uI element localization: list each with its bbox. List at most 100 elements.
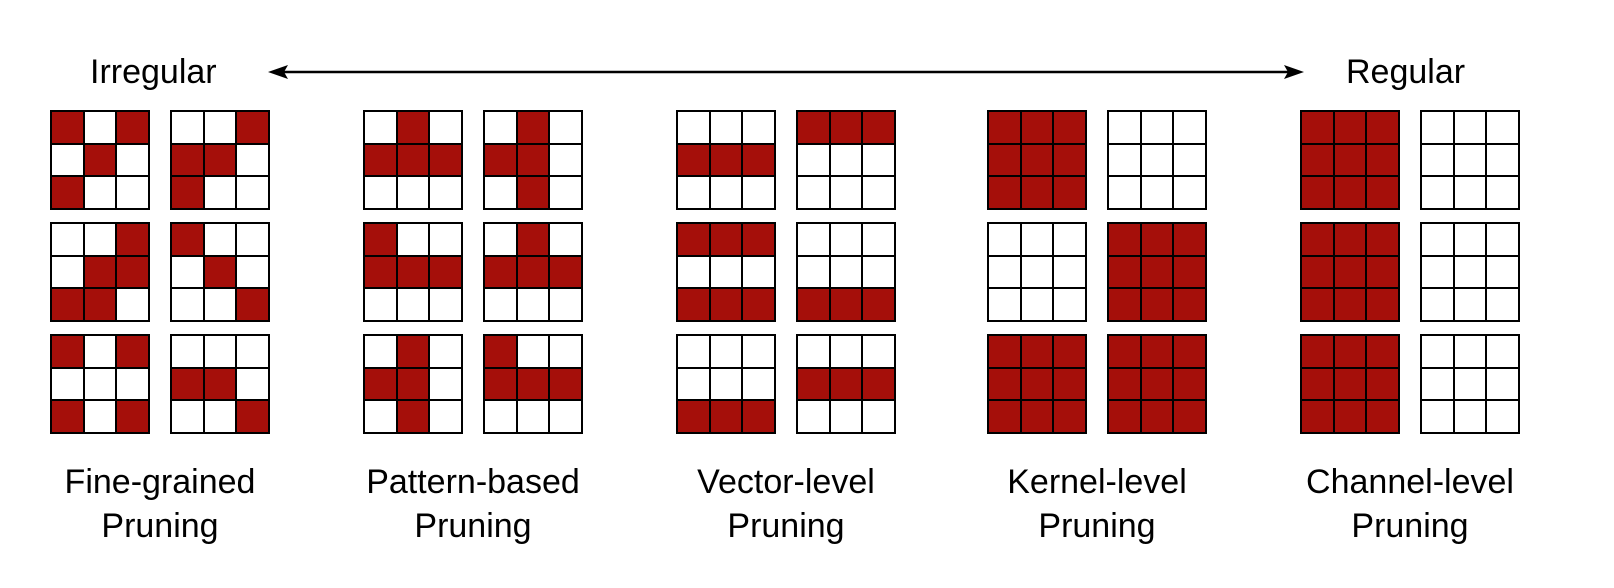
pruned-cell: [1367, 224, 1398, 255]
pruned-cell: [1174, 336, 1205, 367]
pruned-cell: [830, 112, 862, 143]
pruned-cell: [989, 368, 1020, 400]
kept-cell: [1141, 144, 1173, 176]
kept-cell: [1174, 112, 1205, 143]
pruned-cell: [1367, 401, 1398, 432]
kept-cell: [863, 177, 894, 208]
pruned-cell: [1334, 289, 1366, 320]
pruned-cell: [117, 256, 148, 288]
kept-cell: [172, 256, 203, 288]
group-caption: Vector-level Pruning: [616, 460, 956, 548]
kept-cell: [798, 177, 829, 208]
pruned-cell: [863, 368, 894, 400]
pruned-cell: [550, 256, 581, 288]
pruned-cell: [485, 368, 516, 400]
kept-cell: [1487, 401, 1518, 432]
pruned-cell: [517, 256, 549, 288]
pruned-cell: [1141, 224, 1173, 255]
kept-cell: [1454, 336, 1486, 367]
pruned-cell: [863, 289, 894, 320]
pruned-cell: [172, 224, 203, 255]
kept-cell: [1487, 112, 1518, 143]
pruned-cell: [52, 112, 83, 143]
kept-cell: [798, 401, 829, 432]
kept-cell: [517, 401, 549, 432]
weight-matrix: [1300, 222, 1400, 322]
arrow-head-left: [268, 65, 288, 79]
pruned-cell: [1334, 368, 1366, 400]
kept-cell: [237, 256, 268, 288]
pruned-cell: [1302, 368, 1333, 400]
pruned-cell: [517, 224, 549, 255]
caption-line-1: Pattern-based: [366, 463, 580, 501]
caption-line-2: Pruning: [1351, 507, 1469, 545]
pruned-cell: [1021, 401, 1053, 432]
kept-cell: [204, 289, 236, 320]
kept-cell: [430, 224, 461, 255]
kept-cell: [84, 177, 116, 208]
kept-cell: [830, 177, 862, 208]
pruned-cell: [743, 401, 774, 432]
pruned-cell: [1054, 177, 1085, 208]
kept-cell: [517, 289, 549, 320]
kept-cell: [485, 112, 516, 143]
pruned-cell: [989, 177, 1020, 208]
pruned-cell: [117, 401, 148, 432]
pruned-cell: [1302, 112, 1333, 143]
pruned-cell: [1021, 336, 1053, 367]
weight-matrix: [170, 110, 270, 210]
kept-cell: [743, 336, 774, 367]
kept-cell: [1021, 289, 1053, 320]
kept-cell: [710, 368, 742, 400]
weight-matrix: [1107, 222, 1207, 322]
kept-cell: [989, 256, 1020, 288]
kept-cell: [430, 401, 461, 432]
pruned-cell: [517, 368, 549, 400]
kept-cell: [989, 289, 1020, 320]
caption-line-2: Pruning: [727, 507, 845, 545]
kept-cell: [1109, 177, 1140, 208]
pruned-cell: [1334, 256, 1366, 288]
pruned-cell: [52, 336, 83, 367]
pruned-cell: [710, 401, 742, 432]
kept-cell: [678, 112, 709, 143]
pruned-cell: [743, 144, 774, 176]
pruned-cell: [678, 144, 709, 176]
pruned-cell: [117, 112, 148, 143]
kept-cell: [237, 224, 268, 255]
pruned-cell: [863, 112, 894, 143]
kept-cell: [84, 224, 116, 255]
weight-matrix: [170, 222, 270, 322]
pruned-cell: [1302, 289, 1333, 320]
pruned-cell: [1054, 144, 1085, 176]
kept-cell: [1174, 177, 1205, 208]
pruned-cell: [550, 368, 581, 400]
pruned-cell: [1302, 177, 1333, 208]
kept-cell: [204, 224, 236, 255]
group-channel-level: Channel-level Pruning: [1300, 110, 1540, 550]
kept-cell: [989, 224, 1020, 255]
pruned-cell: [1367, 112, 1398, 143]
kept-cell: [1422, 336, 1453, 367]
weight-matrix: [363, 334, 463, 434]
weight-matrix: [50, 334, 150, 434]
group-caption: Fine-grained Pruning: [0, 460, 330, 548]
weight-matrix: [796, 110, 896, 210]
kept-cell: [1454, 256, 1486, 288]
kept-cell: [1141, 177, 1173, 208]
pruned-cell: [204, 256, 236, 288]
kept-cell: [1454, 401, 1486, 432]
pruned-cell: [517, 177, 549, 208]
kept-cell: [1422, 112, 1453, 143]
kept-cell: [830, 336, 862, 367]
kept-cell: [1454, 368, 1486, 400]
pruned-cell: [397, 256, 429, 288]
kept-cell: [84, 368, 116, 400]
weight-matrix: [676, 334, 776, 434]
kept-cell: [1422, 289, 1453, 320]
kept-cell: [1454, 289, 1486, 320]
pruned-cell: [830, 289, 862, 320]
kept-cell: [430, 368, 461, 400]
kept-cell: [1422, 401, 1453, 432]
kept-cell: [52, 144, 83, 176]
